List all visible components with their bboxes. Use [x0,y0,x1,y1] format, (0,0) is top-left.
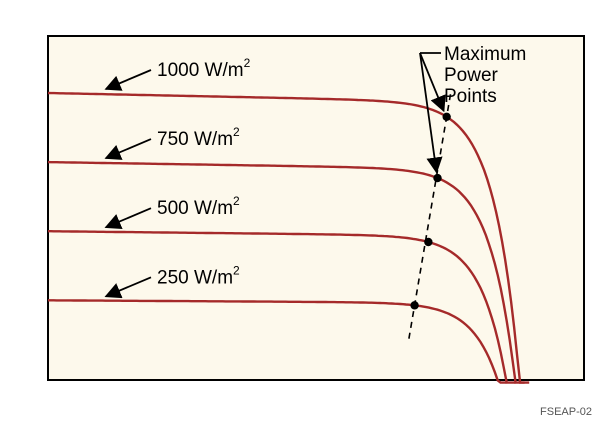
irradiance-labels: 1000 W/m2 750 W/m2 500 W/m2 250 W/m2 [157,56,251,288]
iv-curve-2 [47,160,525,384]
irradiance-label-1: 1000 W/m2 [157,56,251,81]
label-arrow-3 [104,207,152,230]
irradiance-label-3: 500 W/m2 [157,194,240,219]
mpp-points [410,112,451,310]
label-arrow-1 [104,69,152,91]
mpp-point-2 [433,173,442,183]
iv-curve-3 [48,230,516,384]
label-arrows [104,69,152,299]
label-arrow-2 [104,138,152,160]
mpp-point-4 [410,301,419,310]
mpp-point-1 [442,112,451,121]
plot-area [47,35,585,381]
irradiance-label-4: 250 W/m2 [157,263,240,288]
irradiance-label-2: 750 W/m2 [157,125,240,150]
mpp-dashed-line [408,94,452,340]
mpp-dashed-segment [408,94,452,340]
annotation-line-3: Points [444,86,497,107]
annotation-arrow-2 [419,52,443,174]
figure-id: FSEAP-02 [540,406,592,418]
annotation-arrow-1 [419,52,446,113]
annotation-line-2: Power [444,65,499,86]
annotation-line-1: Maximum [444,44,526,65]
iv-curve-4 [48,299,507,384]
label-arrow-4 [104,276,152,299]
mpp-point-3 [424,237,433,247]
